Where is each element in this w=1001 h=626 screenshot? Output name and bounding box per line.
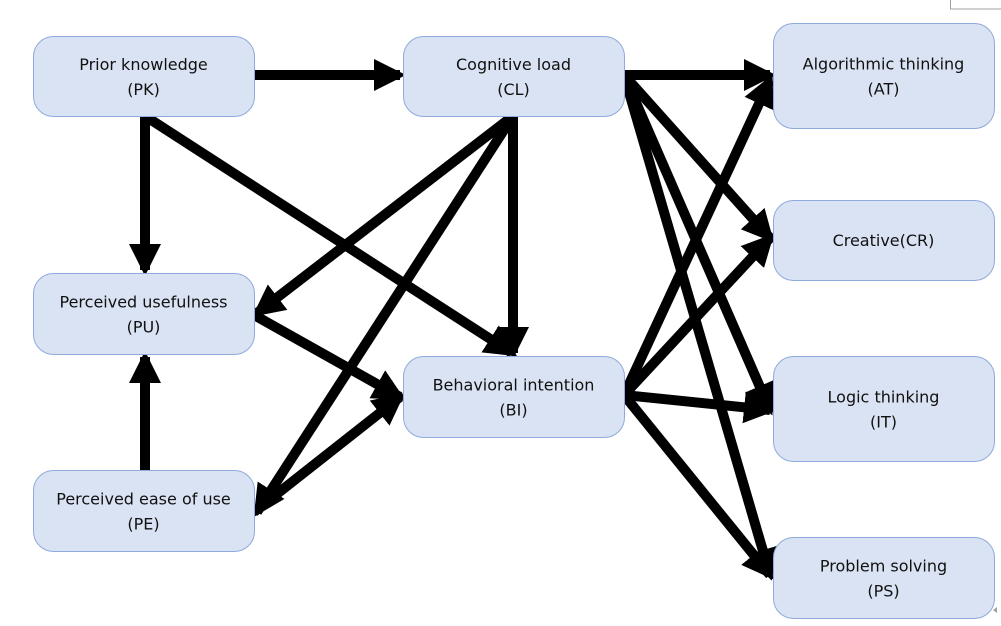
node-abbreviation: (IT)	[870, 413, 897, 432]
edge-cl-to-cr	[620, 71, 775, 243]
node-cl: Cognitive load (CL)	[403, 36, 625, 117]
node-pe: Perceived ease of use (PE)	[33, 470, 255, 552]
node-it: Logic thinking (IT)	[773, 356, 995, 462]
node-abbreviation: (PE)	[127, 515, 159, 534]
node-label: Perceived ease of use	[56, 490, 231, 509]
edge-bi-to-cr	[620, 233, 775, 399]
node-at: Algorithmic thinking (AT)	[773, 23, 995, 129]
nodes-layer: Prior knowledge (PK) Cognitive load (CL) Alg…	[33, 23, 995, 619]
node-box	[33, 36, 255, 117]
node-box	[33, 470, 255, 552]
node-box	[773, 23, 995, 129]
node-abbreviation: (PS)	[867, 582, 899, 601]
node-pu: Perceived usefulness (PU)	[33, 273, 255, 355]
node-abbreviation: (PU)	[127, 318, 161, 337]
node-abbreviation: (AT)	[868, 80, 900, 99]
edge-pe-to-bi	[250, 393, 405, 516]
node-abbreviation: (CL)	[497, 80, 530, 99]
edge-pk-to-bi	[142, 111, 518, 358]
edges-layer	[128, 58, 779, 581]
node-box	[403, 36, 625, 117]
edge-pu-to-bi	[251, 310, 406, 402]
node-cr: Creative(CR)	[773, 200, 995, 281]
node-abbreviation: (BI)	[499, 401, 527, 420]
node-box	[773, 537, 995, 619]
node-box	[403, 356, 625, 438]
node-bi: Behavioral intention (BI)	[403, 356, 625, 438]
node-label: Behavioral intention	[433, 376, 595, 395]
edge-bi-to-ps	[620, 391, 774, 580]
node-box	[773, 200, 995, 281]
node-box	[33, 273, 255, 355]
corner-frame-mark	[950, 0, 1001, 10]
edge-cl-to-pe	[252, 113, 518, 518]
node-label: Prior knowledge	[79, 55, 208, 74]
node-label: Problem solving	[820, 557, 947, 576]
node-abbreviation: (PK)	[127, 80, 160, 99]
node-label: Perceived usefulness	[60, 293, 228, 312]
edge-cl-to-pu	[252, 112, 517, 317]
node-label: Cognitive load	[456, 55, 571, 74]
edge-cl-to-ps	[619, 73, 779, 581]
node-label: Algorithmic thinking	[803, 55, 965, 74]
node-pk: Prior knowledge (PK)	[33, 36, 255, 117]
edge-bi-to-at	[619, 74, 775, 398]
edge-bi-to-it	[623, 390, 776, 424]
node-box	[773, 356, 995, 462]
node-ps: Problem solving (PS)	[773, 537, 995, 619]
node-label: Creative(CR)	[833, 231, 935, 250]
corner-handle-icon	[993, 607, 997, 613]
node-label: Logic thinking	[828, 388, 940, 407]
